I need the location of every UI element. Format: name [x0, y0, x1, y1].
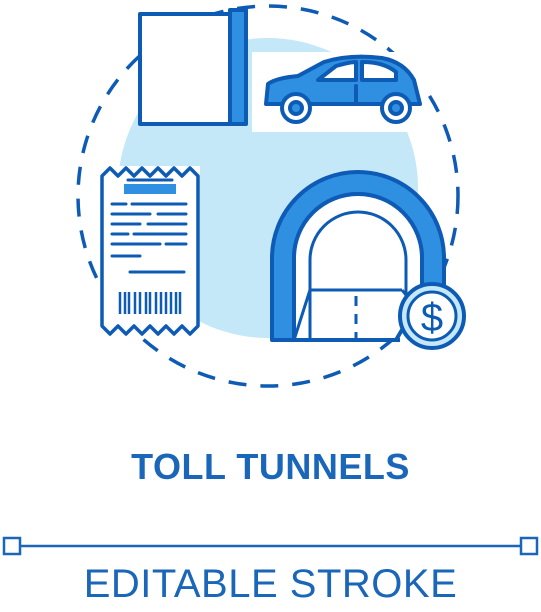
car-icon: [264, 54, 422, 124]
tunnel-icon: [270, 170, 446, 342]
dashed-ring: [76, 4, 460, 388]
page-title: TOLL TUNNELS: [131, 446, 410, 487]
barrier-icon: [138, 8, 248, 126]
svg-text:$: $: [421, 296, 443, 340]
toll-tunnels-illustration: $: [76, 4, 466, 388]
subtitle: EDITABLE STROKE: [83, 562, 458, 606]
dollar-coin-icon: $: [398, 282, 466, 350]
receipt-icon: [100, 166, 200, 336]
divider: [2, 536, 539, 556]
barcode: [118, 292, 182, 314]
